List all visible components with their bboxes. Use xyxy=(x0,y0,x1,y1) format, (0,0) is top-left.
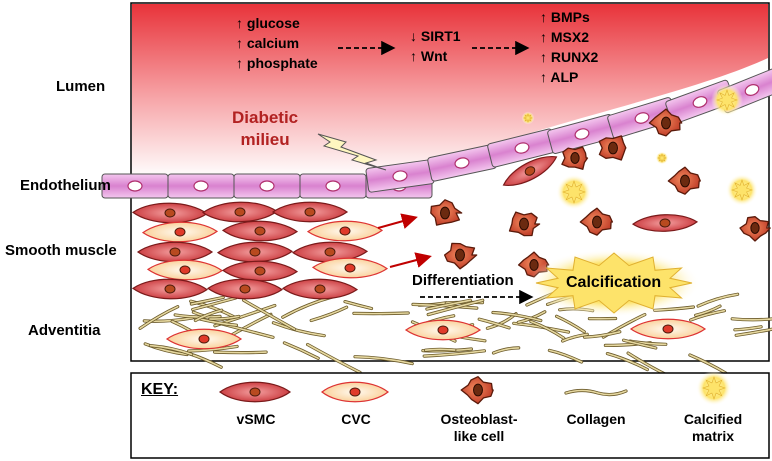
signal-group-1: ↑ glucose ↑ calcium ↑ phosphate xyxy=(236,13,318,73)
endothelial-cell xyxy=(233,173,301,199)
cvc-cell xyxy=(146,259,224,281)
cvc-cell xyxy=(404,319,482,341)
signal-item: ↑ MSX2 xyxy=(540,29,590,45)
signal-item: ↑ glucose xyxy=(236,15,300,31)
key-osteoblast-icon xyxy=(460,376,494,405)
vsmc-cell xyxy=(221,220,299,242)
vsmc-cell xyxy=(281,278,359,300)
key-label-cvc: CVC xyxy=(341,411,371,427)
label-lumen: Lumen xyxy=(56,78,106,95)
endothelial-cell xyxy=(427,144,497,182)
vsmc-cell xyxy=(136,241,214,263)
signal-item: ↑ calcium xyxy=(236,35,300,51)
smooth-muscle-cells xyxy=(131,156,707,350)
lightning-bolt-icon xyxy=(317,133,387,171)
diabetic-milieu-label: Diabetic milieu xyxy=(232,107,298,151)
endothelial-cell xyxy=(101,173,169,199)
key-icons xyxy=(218,370,732,406)
signal-item: ↑ phosphate xyxy=(236,55,318,71)
signal-item: ↑ RUNX2 xyxy=(540,49,599,65)
osteoblast-cell xyxy=(430,199,463,226)
osteoblast-cell xyxy=(579,207,614,236)
osteoblast-cell xyxy=(561,146,589,170)
cvc-cell xyxy=(321,381,389,403)
stimulus-line-1: Diabetic xyxy=(232,108,299,127)
key-label-collagen: Collagen xyxy=(566,411,626,427)
signal-item: ↑ ALP xyxy=(540,69,579,85)
transform-arrow-2 xyxy=(389,252,432,268)
signal-group-2: ↓ SIRT1 ↑ Wnt xyxy=(410,26,461,66)
calcification-label: Calcification xyxy=(566,274,662,291)
vsmc-cell xyxy=(131,278,209,300)
osteoblast-cell xyxy=(508,211,541,237)
osteoblast-cell xyxy=(667,166,701,195)
vsmc-cell xyxy=(201,201,279,223)
key-title: KEY: xyxy=(141,381,179,398)
calcified-spot xyxy=(521,111,535,125)
cvc-cell xyxy=(311,257,389,279)
label-endothelium: Endothelium xyxy=(20,177,111,194)
key-collagen-icon xyxy=(564,388,628,397)
vsmc-cell xyxy=(206,278,284,300)
osteoblast-like-cells xyxy=(430,84,771,278)
calcified-spot xyxy=(711,84,743,116)
stimulus-line-2: milieu xyxy=(240,130,290,149)
endothelial-cell xyxy=(167,173,235,199)
calcified-spot xyxy=(655,151,669,165)
calcified-spot xyxy=(726,174,758,206)
calcified-spot xyxy=(556,174,592,210)
label-adventitia: Adventitia xyxy=(28,322,101,339)
cvc-cell xyxy=(306,220,384,242)
signal-item: ↑ Wnt xyxy=(410,48,448,64)
signal-item: ↑ BMPs xyxy=(540,9,590,25)
key-label-vsmc: vSMC xyxy=(236,411,276,427)
differentiation-label: Differentiation xyxy=(412,272,514,289)
calcified-spot xyxy=(696,370,732,406)
cvc-cell xyxy=(629,318,707,340)
endothelium-layer xyxy=(101,66,772,199)
cvc-cell xyxy=(165,328,243,350)
transform-arrow-1 xyxy=(377,213,418,229)
label-smooth-muscle: Smooth muscle xyxy=(5,242,117,259)
osteoblast-cell xyxy=(598,135,627,161)
osteoblast-cell xyxy=(648,108,683,137)
endothelial-cell xyxy=(299,173,367,199)
signal-item: ↓ SIRT1 xyxy=(410,28,461,44)
vsmc-cell xyxy=(502,156,558,186)
key-label-calcified-matrix: Calcified matrix xyxy=(683,411,743,444)
cvc-cell xyxy=(141,221,219,243)
vsmc-cell xyxy=(218,381,292,403)
osteoblast-cell xyxy=(443,242,478,270)
vsmc-cell xyxy=(291,241,369,263)
calcification-burst xyxy=(528,249,700,317)
osteoblast-cell xyxy=(739,216,771,242)
lumen-region xyxy=(132,4,768,178)
vsmc-cell xyxy=(271,201,349,223)
endothelial-cell xyxy=(487,128,557,168)
key-label-osteoblast: Osteoblast-like cell xyxy=(440,411,518,444)
signal-group-3: ↑ BMPs ↑ MSX2 ↑ RUNX2 ↑ ALP xyxy=(540,7,598,87)
vsmc-cell xyxy=(216,241,294,263)
vsmc-cell xyxy=(631,214,699,232)
